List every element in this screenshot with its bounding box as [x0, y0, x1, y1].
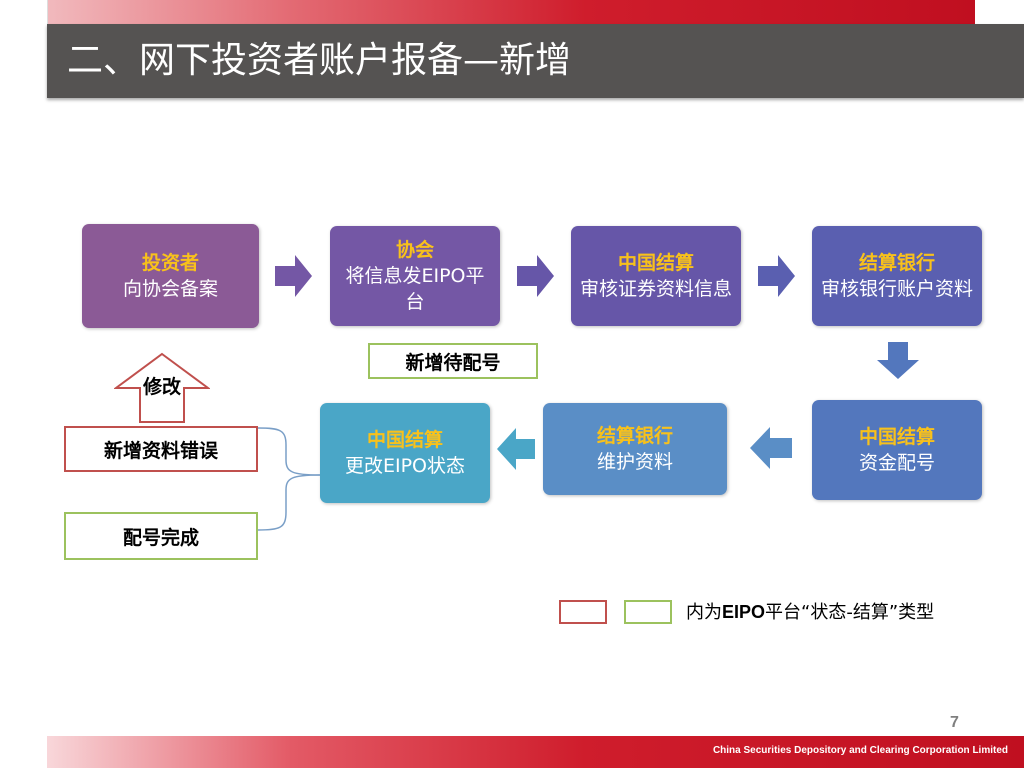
step-csdc-update-title: 中国结算 [366, 429, 443, 451]
modify-arrow-up-icon [114, 352, 210, 423]
modify-label: 修改 [142, 376, 181, 398]
step-bank-review-title: 结算银行 [858, 252, 935, 274]
arrow-right-icon [758, 255, 795, 297]
arrow-left-icon [497, 428, 535, 470]
arrow-right-icon [275, 255, 312, 297]
legend-green-swatch [624, 600, 672, 624]
step-csdc-update-desc: 更改EIPO状态 [344, 455, 466, 477]
status-complete: 配号完成 [64, 512, 258, 560]
arrow-down-icon [877, 342, 919, 379]
legend-bold: EIPO [722, 602, 766, 622]
header-corner [975, 0, 1024, 24]
step-csdc-assign-desc: 资金配号 [858, 452, 935, 474]
arrow-right-icon [517, 255, 554, 297]
step-csdc-review-desc: 审核证券资料信息 [579, 278, 732, 300]
legend-red-swatch [559, 600, 607, 624]
step-association-title: 协会 [395, 239, 434, 261]
header-left-block [0, 0, 48, 98]
page-number: 7 [950, 714, 959, 731]
status-bracket [258, 427, 321, 531]
step-csdc-review-title: 中国结算 [617, 252, 694, 274]
step-investor: 投资者 向协会备案 [82, 224, 259, 328]
step-csdc-assign-title: 中国结算 [858, 426, 935, 448]
footer-company: China Securities Depository and Clearing… [712, 745, 1008, 756]
step-bank-review: 结算银行 审核银行账户资料 [812, 226, 982, 326]
footer-bar: China Securities Depository and Clearing… [47, 736, 1024, 768]
step-bank-maintain-desc: 维护资料 [596, 451, 673, 473]
step-bank-maintain-title: 结算银行 [596, 425, 673, 447]
step-bank-review-desc: 审核银行账户资料 [820, 278, 973, 300]
step-bank-maintain: 结算银行 维护资料 [543, 403, 727, 495]
step-investor-title: 投资者 [141, 252, 199, 274]
legend-text: 内为EIPO平台“状态-结算”类型 [686, 598, 934, 624]
status-pending: 新增待配号 [368, 343, 538, 379]
legend-prefix: 内为 [686, 602, 722, 623]
step-association: 协会 将信息发EIPO平台 [330, 226, 500, 326]
step-investor-desc: 向协会备案 [122, 278, 218, 300]
step-association-desc: 将信息发EIPO平台 [345, 265, 485, 313]
step-csdc-review: 中国结算 审核证券资料信息 [571, 226, 741, 326]
arrow-left-icon [750, 427, 792, 469]
step-csdc-assign: 中国结算 资金配号 [812, 400, 982, 500]
status-error: 新增资料错误 [64, 426, 258, 472]
title-bar: 二、网下投资者账户报备—新增 [47, 24, 1024, 98]
step-csdc-update: 中国结算 更改EIPO状态 [320, 403, 490, 503]
page-title: 二、网下投资者账户报备—新增 [67, 40, 572, 81]
header-red-band [0, 0, 975, 24]
legend-suffix: 平台“状态-结算”类型 [765, 602, 935, 623]
